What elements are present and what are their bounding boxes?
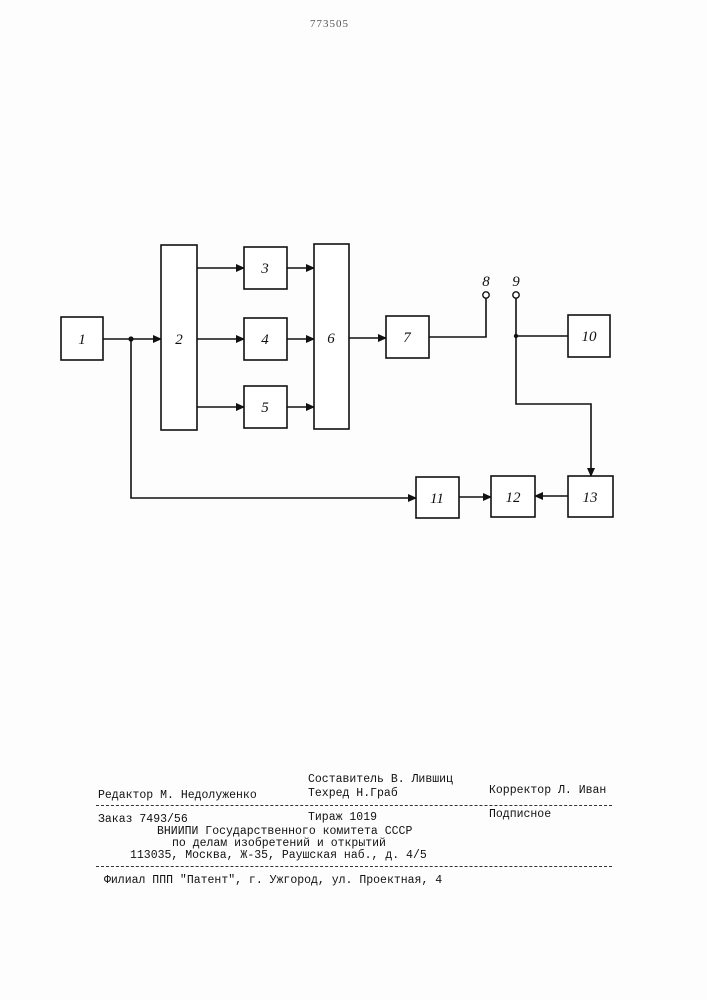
- terminal-9: 9: [512, 274, 520, 298]
- block-12-label: 12: [506, 490, 522, 506]
- block-5: 5: [244, 386, 287, 428]
- terminal-8: 8: [482, 274, 490, 298]
- block-10: 10: [568, 315, 610, 357]
- terminal-9-label: 9: [512, 274, 520, 290]
- wire-7-to-terminal-8: [429, 298, 486, 337]
- wire-terminal-9-to-10: [516, 298, 568, 336]
- block-11-label: 11: [430, 491, 444, 507]
- block-4-label: 4: [261, 332, 269, 348]
- block-2: 2: [161, 245, 197, 430]
- block-13: 13: [568, 476, 613, 517]
- block-10-label: 10: [582, 329, 598, 345]
- terminal-8-label: 8: [482, 274, 490, 290]
- block-13-label: 13: [583, 490, 598, 506]
- block-7: 7: [386, 316, 429, 358]
- imprint-divider-bottom: [96, 866, 612, 867]
- block-1: 1: [61, 317, 103, 360]
- imprint-branch: Филиал ППП "Патент", г. Ужгород, ул. Про…: [104, 874, 442, 887]
- block-3: 3: [244, 247, 287, 289]
- junction-dot-1: [128, 336, 133, 341]
- imprint-subscription: Подписное: [489, 808, 551, 821]
- imprint-compiler: Составитель В. Лившиц: [308, 773, 453, 786]
- imprint-circulation: Тираж 1019: [308, 811, 377, 824]
- imprint-editor: Редактор М. Недолуженко: [98, 789, 257, 802]
- block-6: 6: [314, 244, 349, 429]
- block-5-label: 5: [261, 400, 269, 416]
- junction-dot-9: [514, 334, 518, 338]
- block-2-label: 2: [175, 332, 183, 348]
- imprint-techred: Техред Н.Граб: [308, 787, 398, 800]
- imprint-address: 113035, Москва, Ж-35, Раушская наб., д. …: [130, 849, 427, 862]
- block-1-label: 1: [78, 332, 86, 348]
- block-3-label: 3: [260, 261, 269, 277]
- block-6-label: 6: [327, 331, 335, 347]
- block-11: 11: [416, 477, 459, 518]
- imprint-corrector: Корректор Л. Иван: [489, 784, 606, 797]
- block-12: 12: [491, 476, 535, 517]
- imprint-divider-top: [96, 805, 612, 806]
- block-4: 4: [244, 318, 287, 360]
